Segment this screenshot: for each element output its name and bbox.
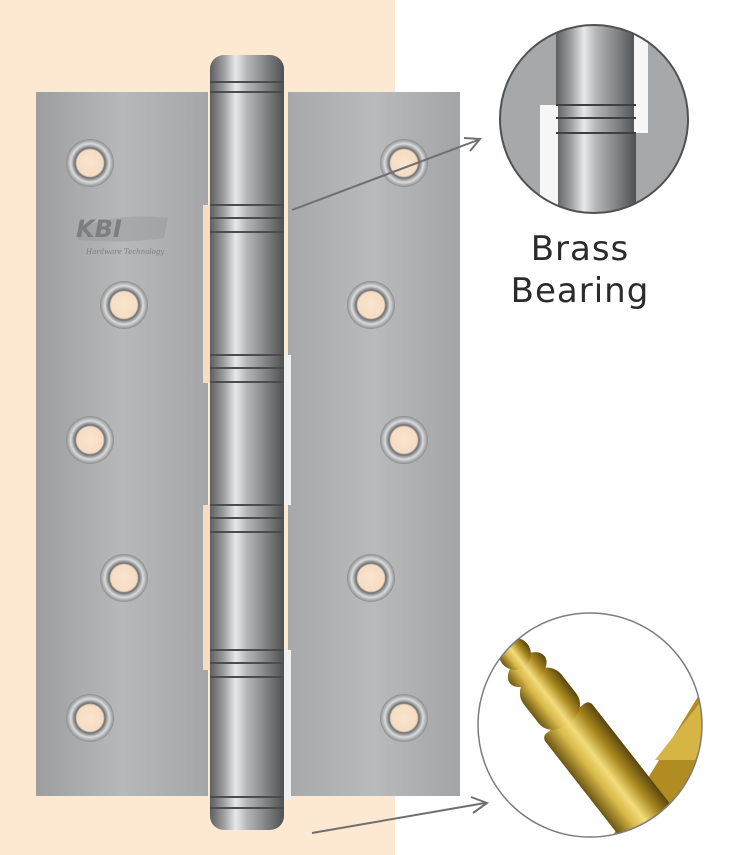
screw-hole-icon xyxy=(100,281,148,329)
zoom-circle-bearing xyxy=(500,25,688,213)
left-leaf-plate xyxy=(36,92,208,796)
screw-hole-icon xyxy=(100,554,148,602)
screw-hole-icon xyxy=(380,139,428,187)
screw-hole-icon xyxy=(66,139,114,187)
caption-line-1: Brass xyxy=(530,229,630,269)
arrow-icon xyxy=(311,796,490,834)
screw-hole-icon xyxy=(66,694,114,742)
knuckle-slot xyxy=(281,650,291,800)
right-leaf-plate xyxy=(288,92,460,796)
barrel-rings xyxy=(210,81,284,809)
screw-hole-icon xyxy=(380,694,428,742)
hinge-barrel xyxy=(210,55,284,830)
knuckle-slot xyxy=(281,355,291,505)
screw-holes-left xyxy=(66,139,148,742)
arrow-icon xyxy=(291,137,483,211)
zoom-circle-icon xyxy=(499,24,689,214)
screw-hole-icon xyxy=(347,281,395,329)
screw-hole-icon xyxy=(347,554,395,602)
bearing-caption: Brass Bearing xyxy=(490,228,670,312)
zoom-circle-icon xyxy=(477,612,703,838)
screw-hole-icon xyxy=(66,416,114,464)
caption-line-2: Bearing xyxy=(510,271,650,311)
brand-logo: KBI Hardware Technology xyxy=(76,215,168,256)
logo-tagline: Hardware Technology xyxy=(85,248,165,256)
screw-holes-right xyxy=(347,139,428,742)
screw-hole-icon xyxy=(380,416,428,464)
logo-text: KBI xyxy=(76,215,122,243)
